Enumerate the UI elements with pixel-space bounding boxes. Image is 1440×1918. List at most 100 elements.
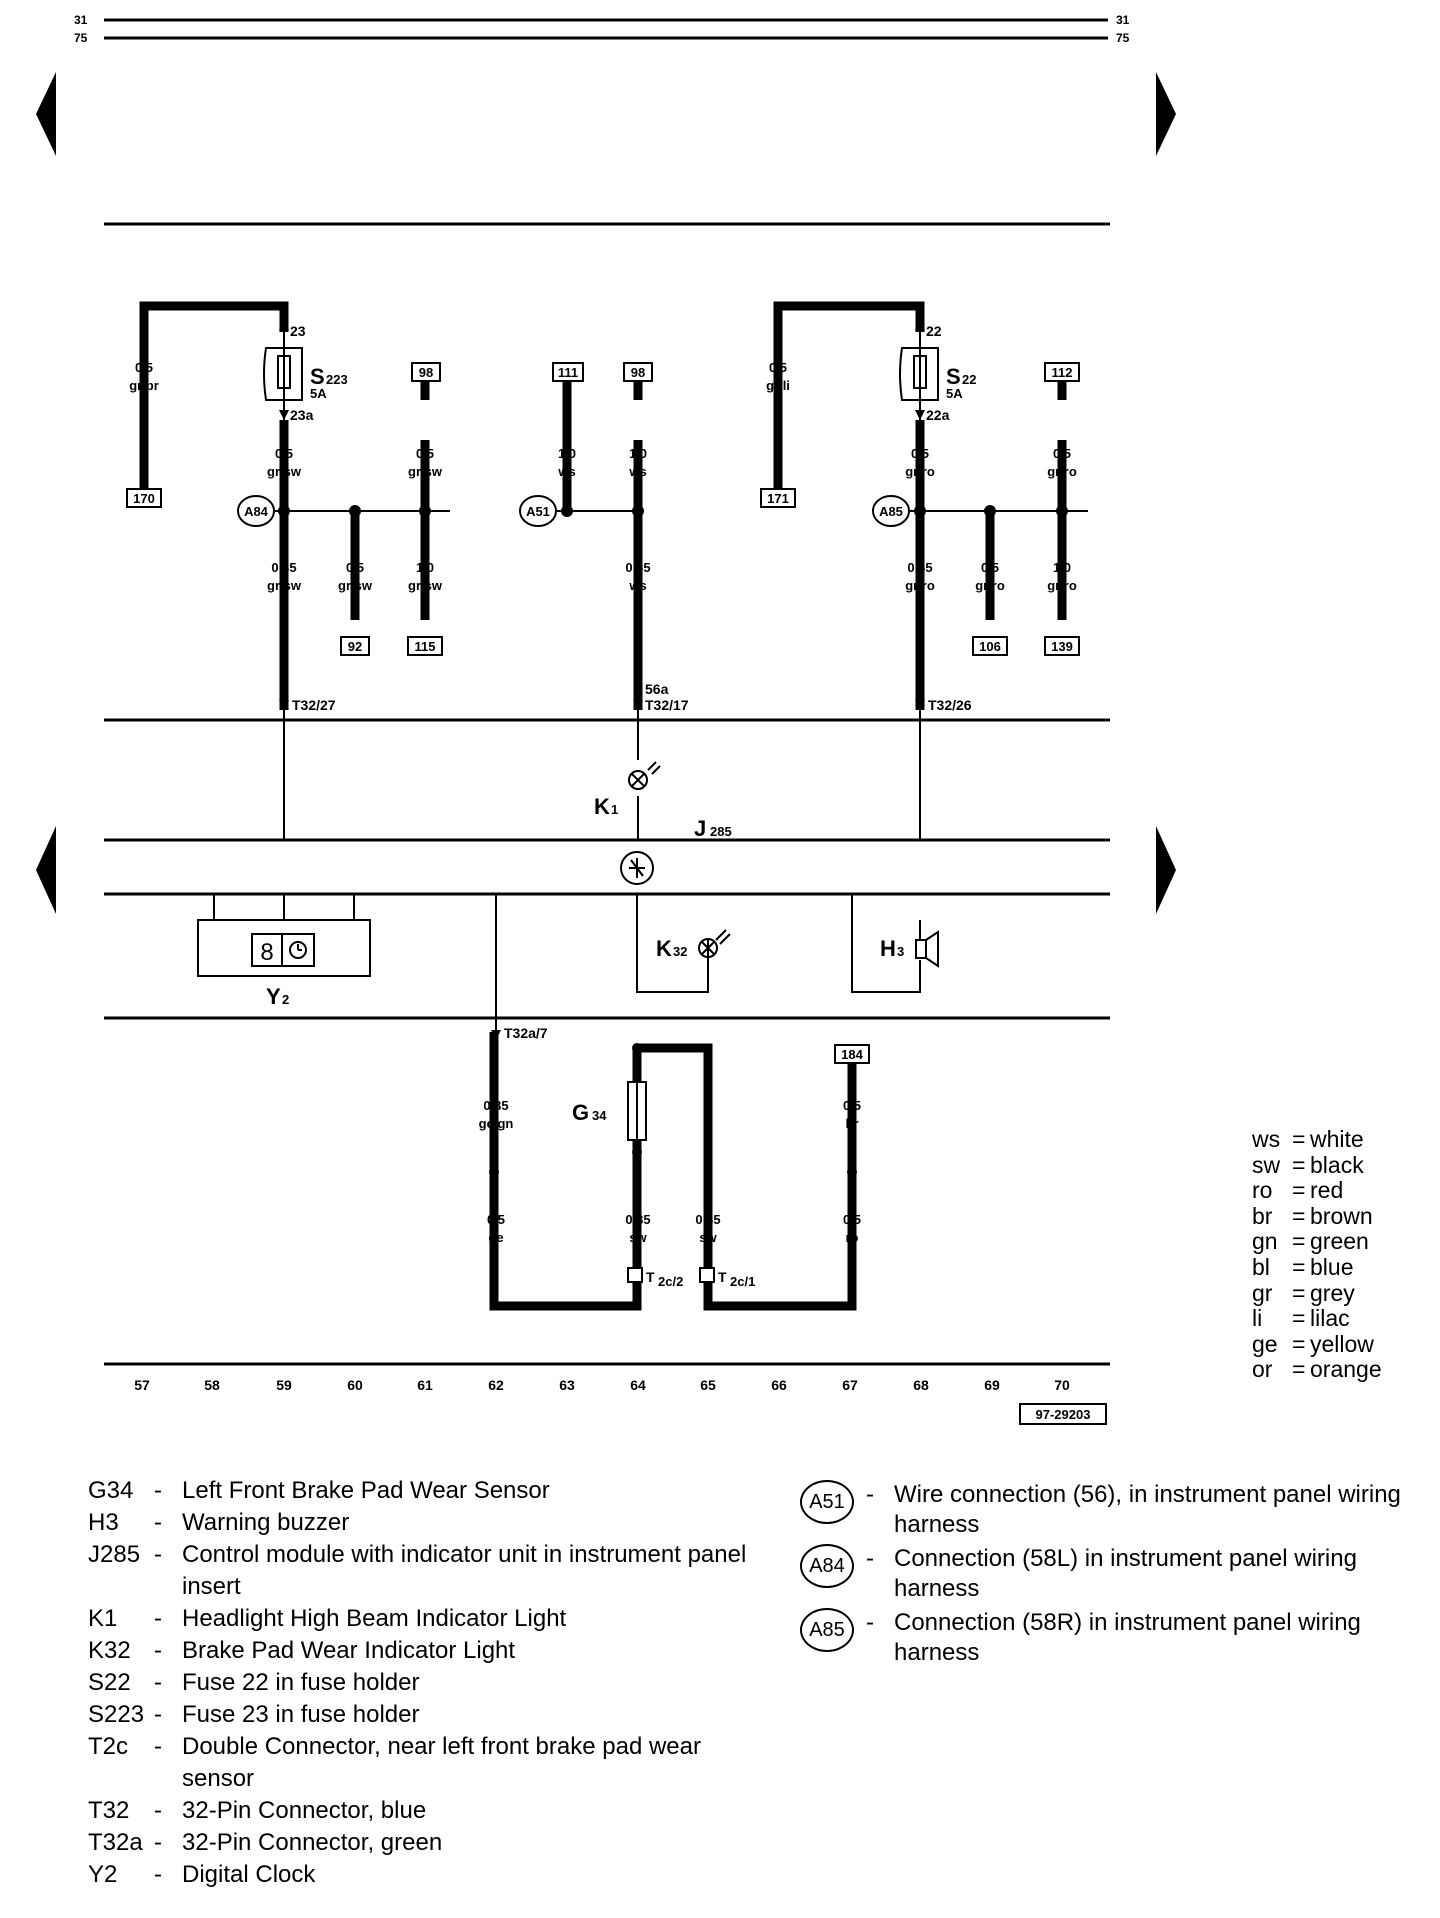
thin-wires — [213, 710, 921, 1032]
wire-label-color: gr/sw — [267, 578, 302, 593]
svg-text:62: 62 — [488, 1377, 504, 1393]
h3-sub: 3 — [897, 944, 904, 959]
column-numbers: 57 58 59 60 61 62 63 64 65 66 67 68 69 7… — [134, 1377, 1070, 1393]
color-key-row: ge=yellow — [1252, 1330, 1374, 1357]
svg-text:63: 63 — [559, 1377, 575, 1393]
svg-text:57: 57 — [134, 1377, 150, 1393]
figure-code: 97-29203 — [1019, 1403, 1107, 1425]
connection-a84[interactable]: A84 — [237, 495, 284, 527]
thick-wires — [139, 301, 1067, 1311]
wire-label-color: gr/ro — [975, 578, 1005, 593]
wire-label-color: gr/li — [766, 378, 790, 393]
svg-text:92: 92 — [348, 639, 362, 654]
connection-legend: A51-Wire connection (56), in instrument … — [800, 1480, 1420, 1672]
page-header: 31 75 31 75 — [74, 13, 1130, 45]
wire-label-size: 1,0 — [416, 560, 434, 575]
ref-box-115[interactable]: 115 — [407, 636, 443, 656]
wire-label-color: gr/ro — [1047, 578, 1077, 593]
h3-letter: H — [880, 936, 896, 961]
svg-text:67: 67 — [842, 1377, 858, 1393]
ref-box-184[interactable]: 184 — [834, 1044, 870, 1064]
fuse-s22: 22 22a S 22 5A — [899, 323, 976, 423]
fuse-s22-sub: 22 — [962, 372, 976, 387]
svg-text:111: 111 — [558, 365, 578, 380]
svg-text:60: 60 — [347, 1377, 363, 1393]
svg-text:68: 68 — [913, 1377, 929, 1393]
svg-text:170: 170 — [133, 491, 155, 506]
fuse-s223: 23 23a S 223 5A — [263, 323, 348, 423]
svg-text:A51: A51 — [526, 504, 550, 519]
svg-text:69: 69 — [984, 1377, 1000, 1393]
ref-box-112[interactable]: 112 — [1044, 362, 1080, 382]
wire-label-color: ro — [846, 1230, 859, 1245]
page-marker-top-left: 31 — [74, 13, 88, 27]
svg-text:139: 139 — [1051, 639, 1073, 654]
pin-t32-17: T32/17 — [645, 697, 689, 713]
wire-label-color: gr/sw — [408, 578, 443, 593]
wire-label-size: 1,0 — [629, 446, 647, 461]
legend-connection-item: A84-Connection (58L) in instrument panel… — [800, 1544, 1420, 1604]
wire-label-size: 0,35 — [625, 1212, 650, 1227]
wire-label-color: gr/ro — [905, 464, 935, 479]
fuse-s223-letter: S — [310, 364, 325, 389]
svg-text:98: 98 — [419, 365, 433, 380]
y2-letter: Y — [266, 984, 281, 1009]
wire-label-color: ws — [628, 464, 646, 479]
legend-item: K1-Headlight High Beam Indicator Light — [88, 1605, 567, 1632]
wire-label-size: 0,5 — [275, 446, 293, 461]
color-key-row: sw=black — [1252, 1151, 1364, 1178]
ref-box-171[interactable]: 171 — [760, 488, 796, 508]
page-marker-bottom-right: 75 — [1116, 31, 1130, 45]
legend-item: T32-32-Pin Connector, blue — [88, 1797, 427, 1824]
previous-section-arrow-icon[interactable] — [36, 826, 56, 914]
wiring-diagram: 31 75 31 75 — [36, 13, 1176, 1425]
ref-box-139[interactable]: 139 — [1044, 636, 1080, 656]
legend-connection-item: A51-Wire connection (56), in instrument … — [800, 1480, 1420, 1540]
k32-sub: 32 — [673, 944, 687, 959]
next-section-arrow-icon[interactable] — [1156, 826, 1176, 914]
wire-label-color: gr/ro — [1047, 464, 1077, 479]
svg-text:66: 66 — [771, 1377, 787, 1393]
next-page-arrow-icon[interactable] — [1156, 72, 1176, 156]
component-legend: G34-Left Front Brake Pad Wear Sensor H3-… — [88, 1475, 768, 1891]
svg-text:70: 70 — [1054, 1377, 1070, 1393]
connection-a51[interactable]: A51 — [519, 495, 567, 527]
wire-color-key: ws=white sw=black ro=red br=brown gn=gre… — [1252, 1126, 1382, 1383]
svg-text:61: 61 — [417, 1377, 433, 1393]
wire-label-color: gr/sw — [338, 578, 373, 593]
legend-item: J285-Control module with indicator unit … — [88, 1541, 747, 1600]
previous-page-arrow-icon[interactable] — [36, 72, 56, 156]
fuse-s22-rating: 5A — [946, 386, 963, 401]
wire-label-size: 0,5 — [1053, 446, 1071, 461]
wire-label-color: ws — [557, 464, 575, 479]
ref-box-92[interactable]: 92 — [340, 636, 370, 656]
t2c-2-sub: 2c/2 — [658, 1274, 683, 1289]
wire-label-size: 0,5 — [843, 1098, 861, 1113]
wire-label-size: 0,5 — [416, 446, 434, 461]
wire-label-size: 1,0 — [558, 446, 576, 461]
wire-label-size: 0,35 — [907, 560, 932, 575]
ref-box-170[interactable]: 170 — [126, 488, 162, 508]
page-marker-bottom-left: 75 — [74, 31, 88, 45]
wire-label-color: ge/gn — [479, 1116, 514, 1131]
ref-box-111[interactable]: 111 — [552, 362, 584, 382]
ref-box-98-b[interactable]: 98 — [623, 362, 653, 382]
pin-t32-26: T32/26 — [928, 697, 972, 713]
wire-label-size: 0,5 — [346, 560, 364, 575]
svg-text:112: 112 — [1052, 365, 1073, 380]
wire-label-size: 0,5 — [135, 360, 153, 375]
ref-box-98-a[interactable]: 98 — [411, 362, 441, 382]
t2c-1-sub: 2c/1 — [730, 1274, 755, 1289]
connection-a85[interactable]: A85 — [872, 495, 920, 527]
wire-label-color: gr/sw — [408, 464, 443, 479]
g34-letter: G — [572, 1100, 589, 1125]
j285-letter: J — [694, 816, 706, 841]
connection-ring-icon: A51 — [800, 1480, 854, 1524]
junction-dots — [278, 505, 1068, 1177]
fuse-s223-in-pin: 23 — [290, 323, 306, 339]
wire-label-color: sw — [629, 1230, 647, 1245]
svg-text:115: 115 — [415, 639, 436, 654]
color-key-row: li=lilac — [1252, 1305, 1350, 1332]
legend-item: Y2-Digital Clock — [88, 1861, 316, 1888]
ref-box-106[interactable]: 106 — [972, 636, 1008, 656]
